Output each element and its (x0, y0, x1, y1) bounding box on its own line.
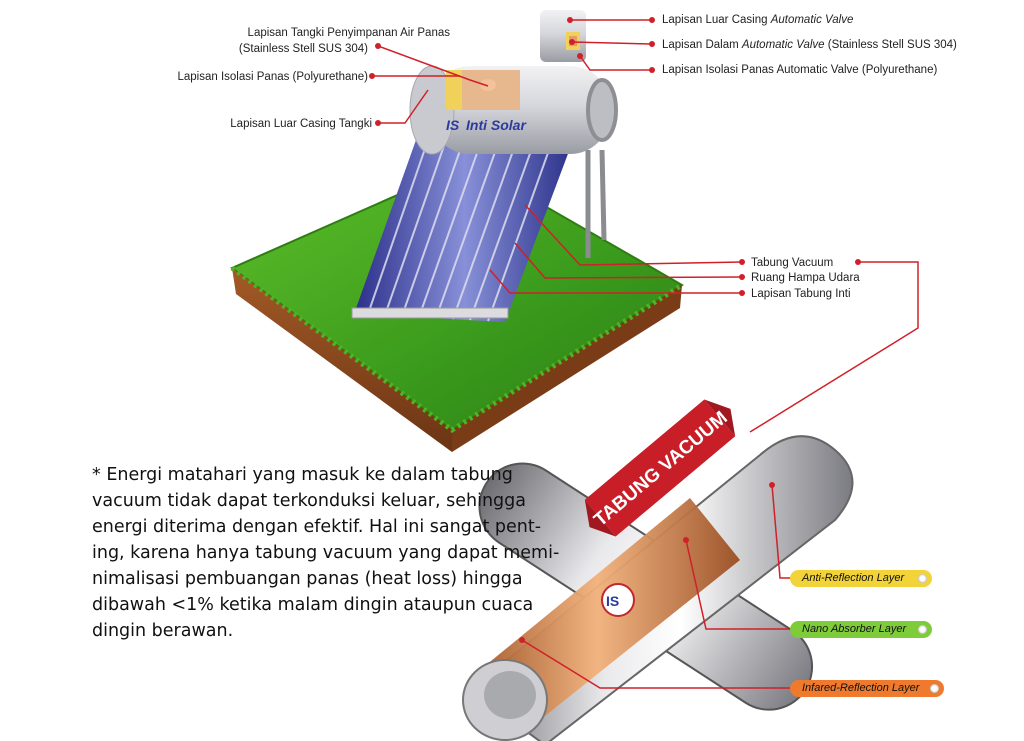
tank-brand-text: Inti Solar (466, 117, 527, 133)
description-paragraph: * Energi matahari yang masuk ke dalam ta… (92, 462, 560, 644)
label-valve-outer: Lapisan Luar Casing Automatic Valve (662, 13, 853, 27)
pill-nano-absorber-label: Nano Absorber Layer (802, 623, 907, 635)
paragraph-line: dingin berawan. (92, 621, 234, 641)
label-tank-inner-1: Lapisan Tangki Penyimpanan Air Panas (247, 27, 450, 39)
label-valve-insulation: Lapisan Isolasi Panas Automatic Valve (P… (662, 64, 938, 76)
pill-anti-reflection-label: Anti-Reflection Layer (802, 572, 905, 584)
pill-dot-icon (918, 574, 927, 583)
label-valve-inner-italic: Automatic Valve (741, 39, 825, 51)
label-valve-inner-suffix: (Stainless Stell SUS 304) (824, 39, 957, 51)
label-valve-inner-prefix: Lapisan Dalam (662, 39, 742, 51)
label-vacuum-space: Ruang Hampa Udara (751, 272, 860, 284)
label-tank-inner-2: (Stainless Stell SUS 304) (238, 43, 368, 55)
label-valve-outer-italic: Automatic Valve (770, 14, 854, 26)
tank-logo-text: IS (446, 117, 460, 133)
pill-dot-icon (930, 684, 939, 693)
vacuum-tube-body: IS (462, 435, 854, 741)
label-tank-outer: Lapisan Luar Casing Tangki (230, 118, 372, 130)
paragraph-line: energi diterima dengan efektif. Hal ini … (92, 517, 542, 537)
paragraph-line: ing, karena hanya tabung vacuum yang dap… (92, 543, 560, 563)
paragraph-line: nimalisasi pembuangan panas (heat loss) … (92, 569, 523, 589)
label-tube-vacuum: Tabung Vacuum (751, 257, 834, 269)
tube-logo-text: IS (606, 593, 619, 609)
collector-panel (351, 135, 575, 322)
label-valve-outer-prefix: Lapisan Luar Casing (662, 14, 771, 26)
pill-nano-absorber: Nano Absorber Layer (790, 621, 932, 638)
label-valve-inner: Lapisan Dalam Automatic Valve (Stainless… (662, 38, 957, 52)
paragraph-line: dibawah <1% ketika malam dingin ataupun … (92, 595, 534, 615)
leader-dots (369, 17, 861, 643)
pill-dot-icon (918, 625, 927, 634)
leader-lines (372, 19, 919, 689)
paragraph-line: * Energi matahari yang masuk ke dalam ta… (92, 465, 513, 485)
pill-anti-reflection: Anti-Reflection Layer (790, 570, 932, 587)
label-inner-tube: Lapisan Tabung Inti (751, 288, 851, 300)
pill-infrared-reflection-label: Infared-Reflection Layer (802, 682, 920, 694)
heater-stand (585, 149, 607, 258)
water-tank: IS Inti Solar (409, 10, 618, 155)
pill-infrared-reflection: Infared-Reflection Layer (790, 680, 944, 697)
label-tank-insulation: Lapisan Isolasi Panas (Polyurethane) (177, 71, 368, 83)
paragraph-line: vacuum tidak dapat terkonduksi keluar, s… (92, 491, 526, 511)
